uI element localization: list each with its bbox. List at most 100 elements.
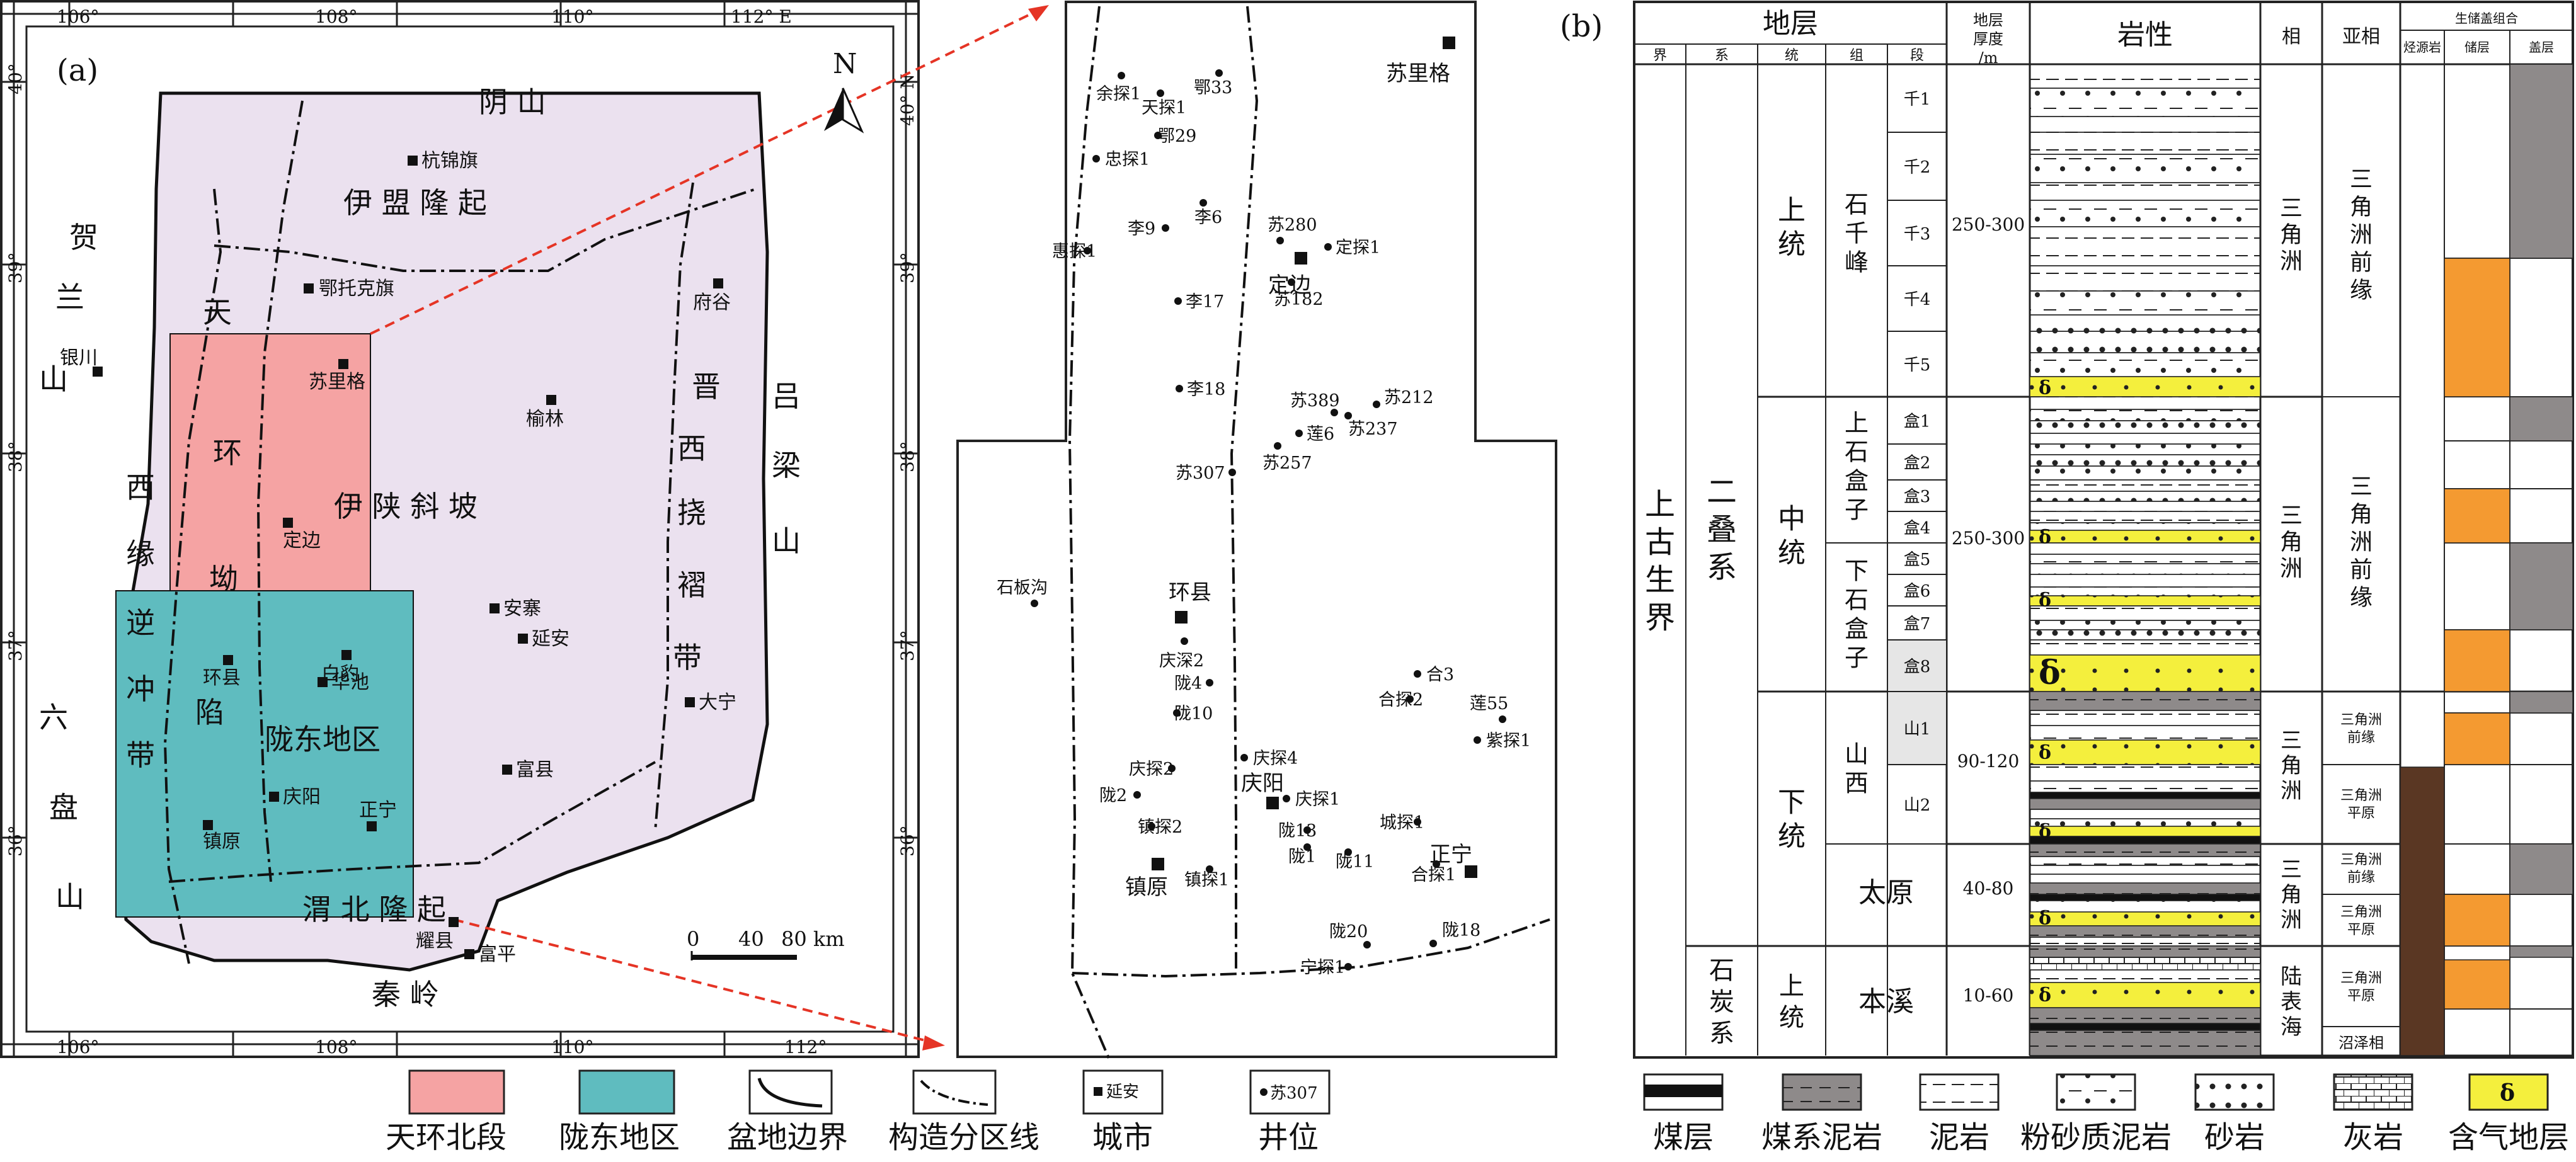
city-marker bbox=[269, 792, 279, 802]
segment-label: 山1 bbox=[1904, 720, 1931, 739]
well-marker bbox=[1133, 791, 1141, 799]
svg-text:统: 统 bbox=[1779, 1003, 1804, 1032]
city-label: 镇原 bbox=[203, 831, 241, 853]
city-label: 正宁 bbox=[1429, 842, 1472, 867]
header-zu: 组 bbox=[1850, 48, 1863, 64]
well-marker bbox=[1154, 132, 1162, 139]
legend-city-label: 城市 bbox=[1092, 1120, 1153, 1155]
lithology-band bbox=[2029, 836, 2261, 845]
lithology-band bbox=[2029, 710, 2261, 726]
lithology-band bbox=[2029, 116, 2261, 133]
city-marker bbox=[341, 650, 352, 660]
svg-text:石: 石 bbox=[1845, 438, 1869, 465]
segment-label: 山2 bbox=[1904, 796, 1931, 815]
region-huan: 环 bbox=[213, 436, 242, 470]
svg-text:上: 上 bbox=[1645, 487, 1675, 522]
legend-gas-bearing-label: 含气地层 bbox=[2448, 1120, 2569, 1155]
well-label: 石板沟 bbox=[997, 578, 1048, 598]
region-lv: 吕 bbox=[772, 379, 801, 413]
lithology-band bbox=[2029, 620, 2261, 630]
lithology-band bbox=[2029, 574, 2261, 588]
city-label: 苏里格 bbox=[1386, 61, 1450, 86]
svg-text:峰: 峰 bbox=[1845, 248, 1869, 276]
well-marker bbox=[1363, 941, 1371, 948]
svg-text:洲: 洲 bbox=[2280, 249, 2303, 275]
well-label: 惠探1 bbox=[1052, 242, 1097, 261]
lithology-band bbox=[2029, 554, 2261, 564]
legend-longdong-label: 陇东地区 bbox=[559, 1120, 680, 1155]
segment-label: 千2 bbox=[1904, 158, 1931, 177]
lon-tick-bottom-108: 108° bbox=[315, 1037, 357, 1057]
svg-text:角: 角 bbox=[2281, 882, 2302, 908]
source-rock-block bbox=[2400, 766, 2445, 1056]
lat-tick-right-39: 39° bbox=[897, 252, 918, 283]
well-marker bbox=[1174, 297, 1182, 305]
well-marker bbox=[1406, 695, 1414, 703]
svg-text:缘: 缘 bbox=[2350, 278, 2373, 304]
lithology-band bbox=[2029, 64, 2261, 89]
well-label: 陇2 bbox=[1099, 786, 1127, 806]
well-marker bbox=[1429, 940, 1437, 947]
well-label: 陇11 bbox=[1336, 852, 1374, 872]
svg-text:洲: 洲 bbox=[2350, 222, 2373, 248]
cap-rock-block bbox=[2509, 843, 2573, 895]
svg-text:缘: 缘 bbox=[2350, 585, 2373, 611]
legend: 天环北段陇东地区盆地边界构造分区线延安城市苏307井位煤层煤系泥岩泥岩粉砂质泥岩… bbox=[386, 1069, 2569, 1155]
region-yuan: 缘 bbox=[126, 537, 155, 571]
lithology-band bbox=[2029, 639, 2261, 656]
city-label: 富县 bbox=[516, 759, 554, 781]
well-marker bbox=[1092, 155, 1100, 162]
city-label: 华池 bbox=[331, 671, 369, 693]
lon-tick-bottom-106: 106° bbox=[57, 1037, 99, 1057]
well-label: 宁探1 bbox=[1300, 958, 1345, 977]
well-marker bbox=[1344, 848, 1352, 856]
well-marker bbox=[1474, 736, 1481, 744]
city-marker bbox=[304, 283, 314, 293]
panel-b-label: (b) bbox=[1560, 9, 1603, 44]
lithology-band bbox=[2029, 396, 2261, 410]
svg-text:洲: 洲 bbox=[2350, 530, 2373, 555]
city-label: 苏里格 bbox=[309, 371, 365, 393]
well-marker bbox=[1433, 860, 1440, 868]
header-sys: 生储盖组合 bbox=[2455, 11, 2518, 26]
city-label: 耀县 bbox=[416, 930, 454, 952]
city-marker bbox=[408, 156, 418, 166]
legend-mudstone-label: 泥岩 bbox=[1929, 1120, 1989, 1155]
lithology-band bbox=[2029, 88, 2261, 117]
lithology-band bbox=[2029, 182, 2261, 201]
header-facies: 相 bbox=[2282, 26, 2301, 48]
svg-text:子: 子 bbox=[1845, 496, 1869, 523]
highlighted-segment bbox=[1888, 692, 1946, 764]
region-longdong: 陇东地区 bbox=[265, 722, 381, 756]
lat-tick-38: 38° bbox=[5, 441, 26, 472]
svg-text:统: 统 bbox=[1778, 228, 1806, 260]
city-marker bbox=[1152, 858, 1164, 870]
subfacies-delta-plain-3: 三角洲平原 bbox=[2340, 971, 2382, 1004]
thickness-label: 90-120 bbox=[1957, 751, 2020, 772]
svg-text:下: 下 bbox=[1778, 786, 1806, 818]
lithology-band bbox=[2029, 352, 2261, 377]
well-label: 合3 bbox=[1426, 665, 1454, 685]
city-label: 榆林 bbox=[526, 408, 564, 430]
thickness-label: 40-80 bbox=[1963, 878, 2014, 899]
well-marker bbox=[1206, 679, 1213, 686]
lithology-band bbox=[2029, 290, 2261, 316]
lithology-band bbox=[2029, 629, 2261, 641]
well-marker bbox=[1324, 243, 1332, 251]
well-label: 陇10 bbox=[1174, 704, 1213, 724]
svg-text:表: 表 bbox=[2281, 989, 2302, 1015]
well-marker bbox=[1414, 670, 1421, 678]
scale-mid: 40 bbox=[738, 927, 764, 951]
lithology-band bbox=[2029, 856, 2261, 866]
city-marker bbox=[685, 697, 695, 707]
scale-zero: 0 bbox=[687, 927, 699, 951]
lon-tick-bottom-112: 112° bbox=[784, 1037, 827, 1057]
svg-text:生: 生 bbox=[1645, 562, 1675, 598]
legend-coal-label: 煤层 bbox=[1653, 1120, 1714, 1155]
legend-coal-mudstone: 煤系泥岩 bbox=[1761, 1073, 1882, 1155]
gas-bearing-icon: δ bbox=[2039, 742, 2051, 764]
svg-text:洲: 洲 bbox=[2281, 778, 2302, 804]
segment-label: 盒8 bbox=[1904, 658, 1931, 676]
svg-text:海: 海 bbox=[2281, 1015, 2302, 1040]
